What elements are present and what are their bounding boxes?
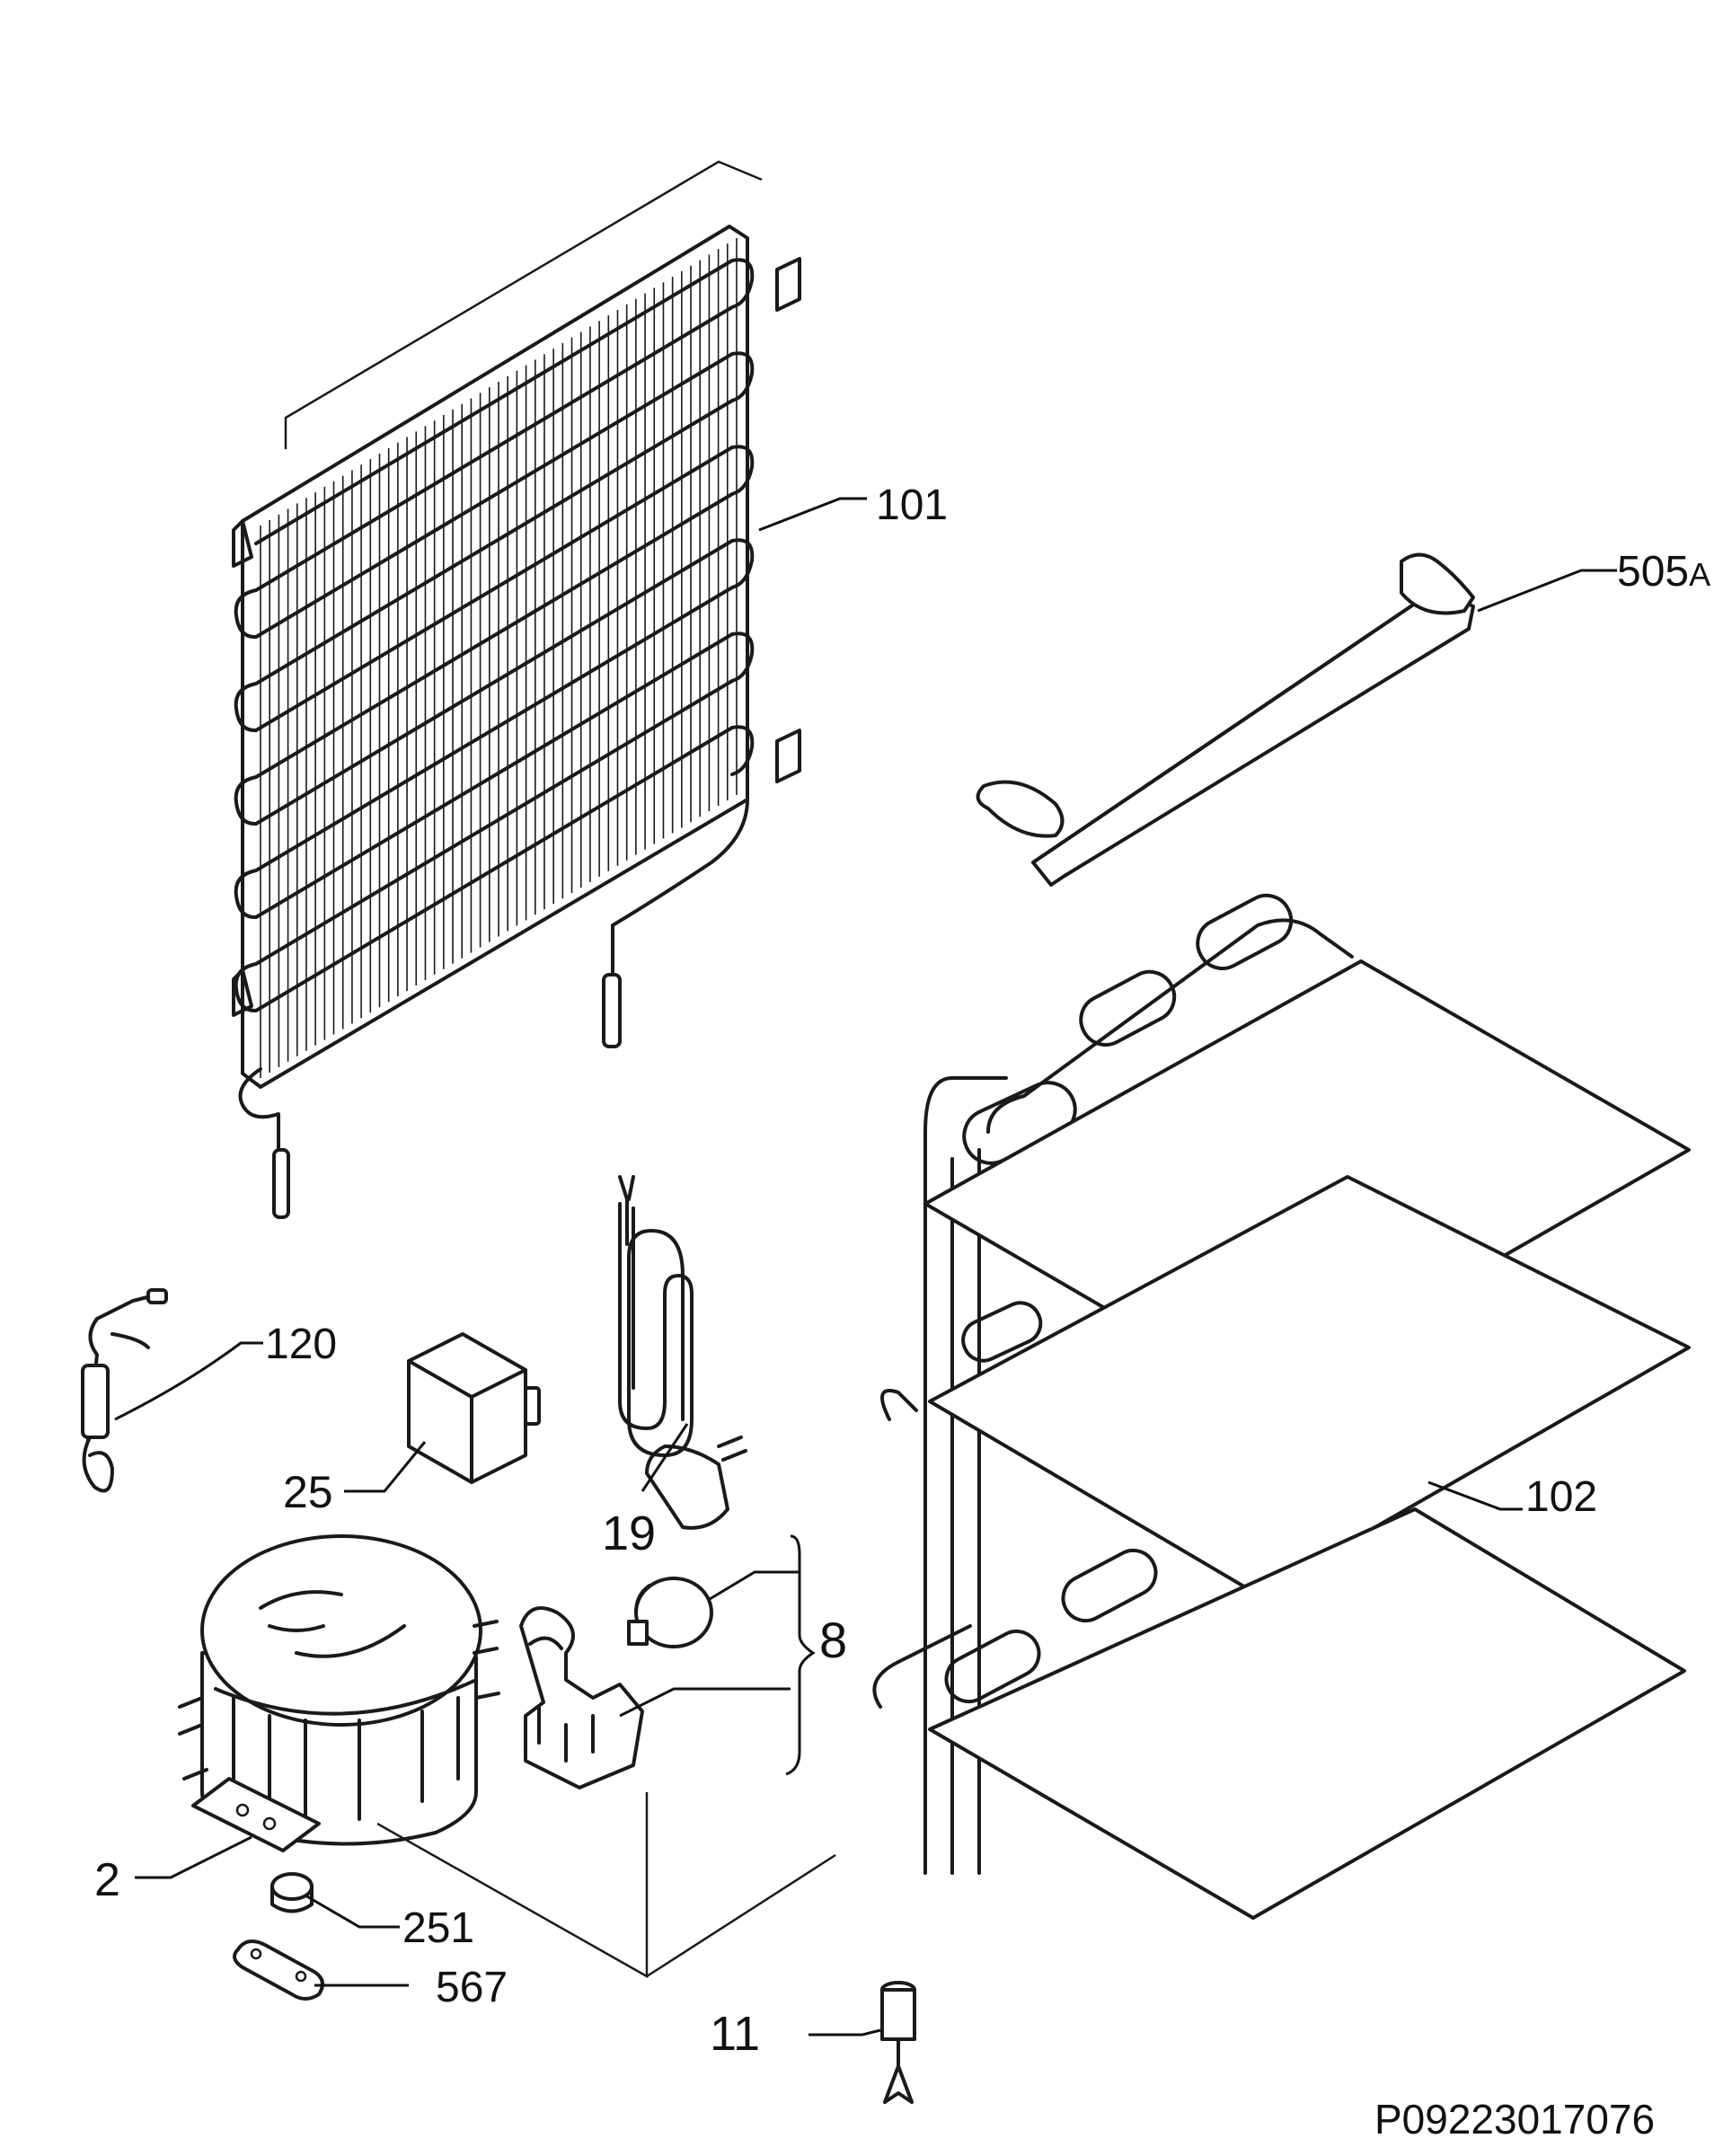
label-102: 102 [1525, 1473, 1597, 1521]
grommet-251 [270, 1872, 314, 1913]
label-19: 19 [602, 1507, 656, 1560]
label-8: 8 [819, 1612, 847, 1668]
label-11: 11 [710, 2007, 760, 2061]
probe-120 [81, 1288, 168, 1493]
evaporator-102 [872, 893, 1691, 1920]
label-505a-suffix: A [1689, 556, 1710, 593]
condenser-101 [232, 160, 801, 1219]
label-101: 101 [876, 482, 948, 529]
label-505a: 505A [1617, 548, 1710, 596]
bar-505a [976, 552, 1475, 887]
label-567: 567 [436, 1964, 508, 2011]
sensor-11 [880, 1981, 916, 2104]
callout-labels: 101 505A 120 25 19 8 102 2 251 567 11 P0… [94, 482, 1710, 2143]
drawing-code: P09223017076 [1374, 2096, 1655, 2143]
label-505a-number: 505 [1617, 548, 1689, 596]
callout-leaders [114, 497, 1617, 2037]
condenser-coil [234, 258, 755, 1013]
label-2: 2 [94, 1854, 120, 1906]
clip-567 [233, 1940, 324, 2001]
compressor-2 [178, 1534, 836, 1979]
label-120: 120 [265, 1321, 337, 1368]
label-25: 25 [283, 1467, 333, 1517]
relay-8 [519, 1577, 713, 1789]
label-251: 251 [402, 1904, 474, 1952]
power-cord-19 [618, 1175, 747, 1530]
capacitor-25 [407, 1332, 541, 1484]
